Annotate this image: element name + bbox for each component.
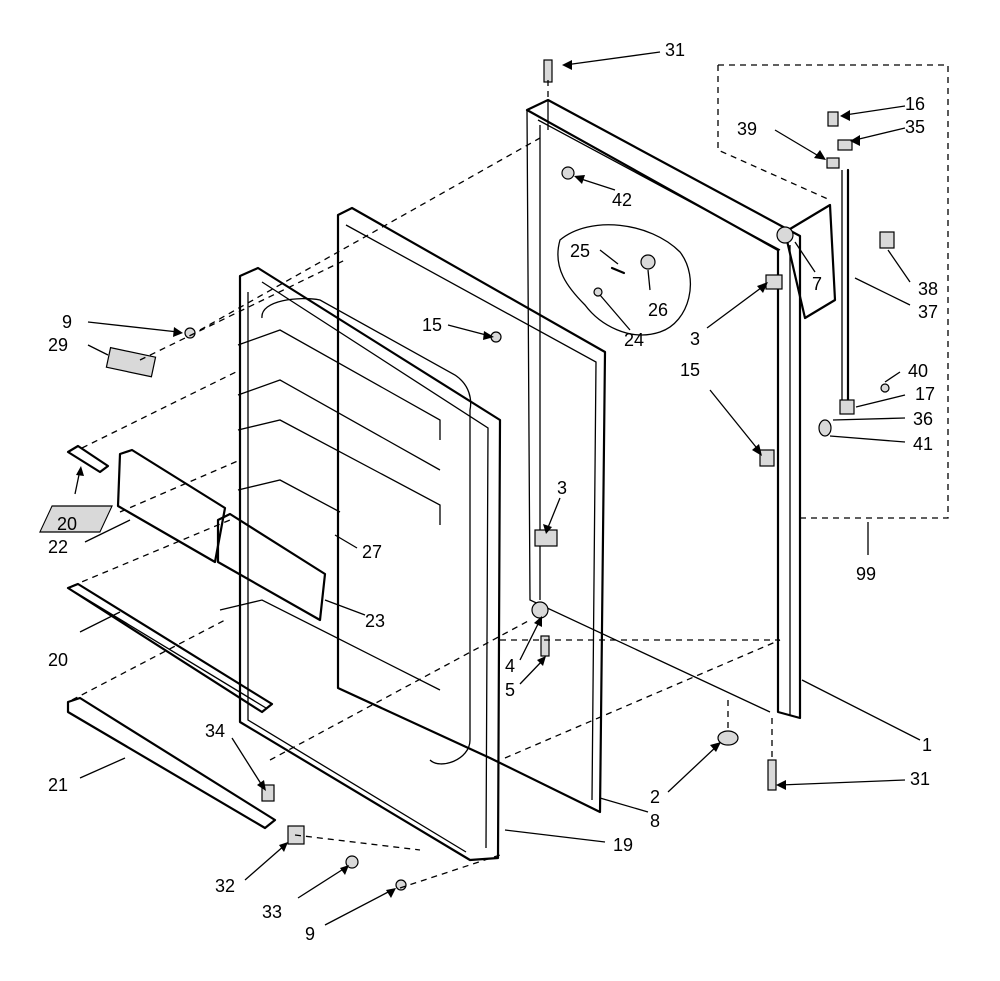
label-42: 42 [612, 190, 632, 210]
label-20-top: 20 [57, 514, 77, 534]
label-3-mid: 3 [557, 478, 567, 498]
label-17: 17 [915, 384, 935, 404]
label-9-top: 9 [62, 312, 72, 332]
label-29: 29 [48, 335, 68, 355]
small-hardware [105, 59, 783, 891]
label-1: 1 [922, 735, 932, 755]
label-27: 27 [362, 542, 382, 562]
label-3-top: 3 [690, 329, 700, 349]
shelf-parts [66, 444, 327, 830]
label-4: 4 [505, 656, 515, 676]
label-15-right: 15 [680, 360, 700, 380]
label-34: 34 [205, 721, 225, 741]
part-labels: 31 16 39 35 42 25 7 38 26 37 9 15 24 3 2… [48, 40, 938, 944]
inner-door-liner [39, 266, 502, 862]
label-25: 25 [570, 241, 590, 261]
label-9-bottom: 9 [305, 924, 315, 944]
label-38: 38 [918, 279, 938, 299]
label-21: 21 [48, 775, 68, 795]
label-40: 40 [908, 361, 928, 381]
label-39: 39 [737, 119, 757, 139]
label-8: 8 [650, 811, 660, 831]
label-36: 36 [913, 409, 933, 429]
leader-lines [74, 51, 921, 926]
label-22: 22 [48, 537, 68, 557]
label-37: 37 [918, 302, 938, 322]
label-5: 5 [505, 680, 515, 700]
alignment-lines [71, 80, 781, 889]
label-99: 99 [856, 564, 876, 584]
label-15-left: 15 [422, 315, 442, 335]
label-2: 2 [650, 787, 660, 807]
label-16: 16 [905, 94, 925, 114]
label-33: 33 [262, 902, 282, 922]
label-23: 23 [365, 611, 385, 631]
door-gasket [336, 206, 607, 814]
label-7: 7 [812, 274, 822, 294]
label-31-top: 31 [665, 40, 685, 60]
label-20-bottom: 20 [48, 650, 68, 670]
door-cutout-detail [557, 224, 692, 336]
label-26: 26 [648, 300, 668, 320]
label-31-bottom: 31 [910, 769, 930, 789]
label-35: 35 [905, 117, 925, 137]
label-41: 41 [913, 434, 933, 454]
label-32: 32 [215, 876, 235, 896]
label-19: 19 [613, 835, 633, 855]
hinge-kit [717, 64, 949, 519]
outer-door-panel [525, 98, 802, 720]
label-24: 24 [624, 330, 644, 350]
